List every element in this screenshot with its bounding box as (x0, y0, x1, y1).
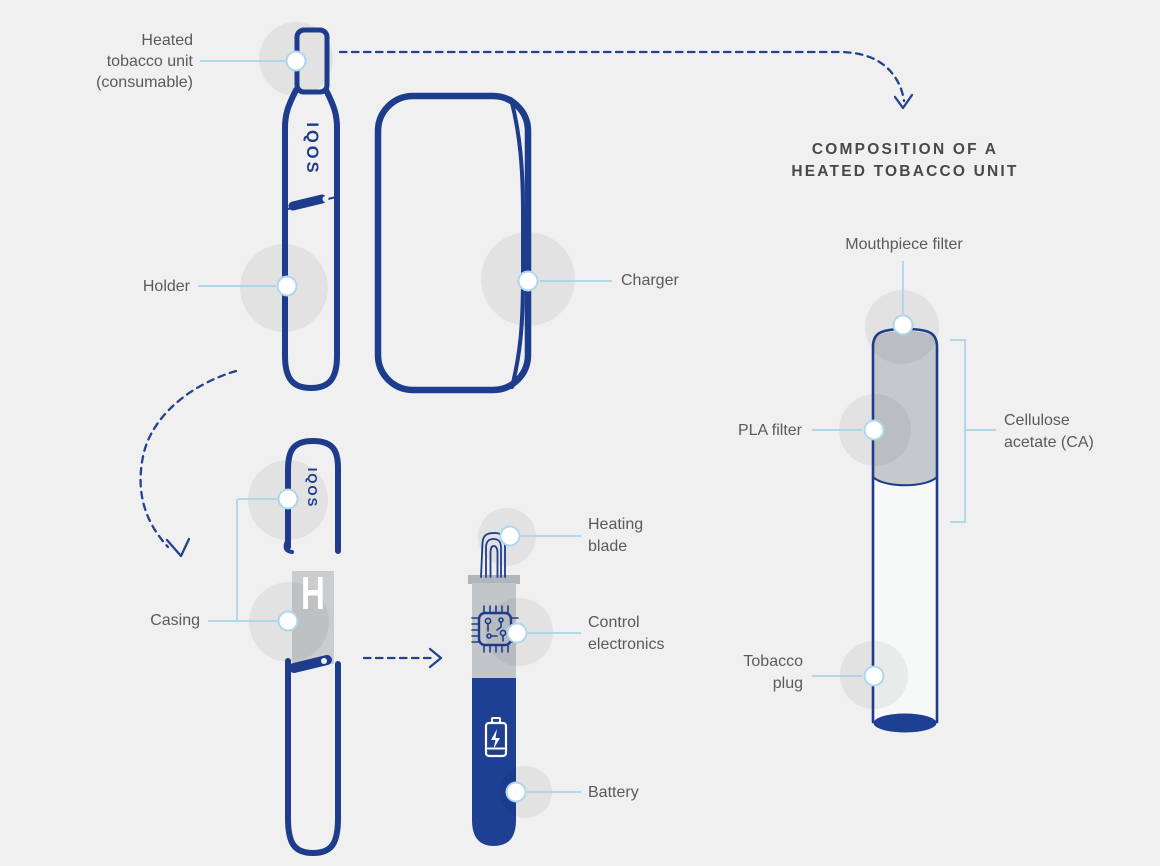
callout-dot-mouthpiece-filter (892, 314, 914, 336)
device-fills (292, 330, 937, 846)
casing-label: Casing (150, 612, 200, 629)
arrowhead-right-icon (428, 647, 443, 669)
mouthpiece-filter-label: Mouthpiece filter (845, 236, 963, 253)
holder-button-notch (322, 196, 329, 202)
stick-filter-fill (873, 331, 937, 486)
holder-outline (282, 87, 340, 391)
tobacco-plug-label: Tobacco plug (743, 653, 803, 692)
arrow-to-composition (338, 50, 906, 103)
cellulose-acetate-label: Cellulose acetate (CA) (1004, 412, 1094, 451)
charger-outline (374, 92, 532, 394)
callout-dot-holder (276, 275, 298, 297)
cellulose-acetate-bracket (950, 339, 996, 523)
callout-dot-heating-blade (499, 525, 521, 547)
heated-tobacco-unit-label: Heated tobacco unit (consumable) (96, 32, 193, 91)
casing-body-outline (285, 658, 341, 856)
casing-button-notch (321, 658, 327, 664)
casing-cap-brand-marking: IQOS (305, 467, 320, 509)
holder-button (288, 194, 327, 211)
holder-label: Holder (142, 278, 190, 295)
connector-casing (208, 498, 277, 622)
control-electronics-label: Control electronics (588, 614, 665, 653)
battery-label: Battery (588, 784, 639, 801)
tobacco-plug-end (873, 713, 937, 733)
arrowhead-down-icon (893, 93, 914, 110)
callout-connectors (198, 60, 996, 793)
callout-dot-tobacco-plug (863, 665, 885, 687)
housing-h-marking: H (301, 567, 325, 619)
core-flange (468, 575, 520, 584)
charger-label: Charger (621, 272, 679, 289)
core-battery-section (472, 678, 516, 846)
casing-cap-lip (283, 536, 294, 554)
callout-dot-control-electronics (506, 622, 528, 644)
holder-brand-marking: IQOS (303, 122, 321, 176)
callout-dot-pla-filter (863, 419, 885, 441)
composition-title: COMPOSITION OF A HEATED TOBACCO UNIT (791, 141, 1019, 180)
callout-dot-heated-tobacco-unit (285, 50, 307, 72)
arrow-to-casing (139, 369, 238, 549)
arrowhead-down-right-icon (165, 537, 191, 558)
pla-filter-label: PLA filter (737, 422, 802, 439)
casing-cap-outline (285, 438, 341, 554)
callout-dot-charger (517, 270, 539, 292)
stick-filter-boundary (872, 476, 938, 487)
callout-dot-casing-cap (277, 488, 299, 510)
housing-panel (292, 571, 334, 664)
heating-blade-label: Heating blade (588, 516, 644, 555)
battery-icon (484, 717, 508, 758)
callout-dot-casing-body (277, 610, 299, 632)
callout-dot-battery (505, 781, 527, 803)
callout-dots (276, 50, 914, 803)
flow-arrows (139, 50, 914, 669)
charger-lid-seam (509, 97, 525, 389)
